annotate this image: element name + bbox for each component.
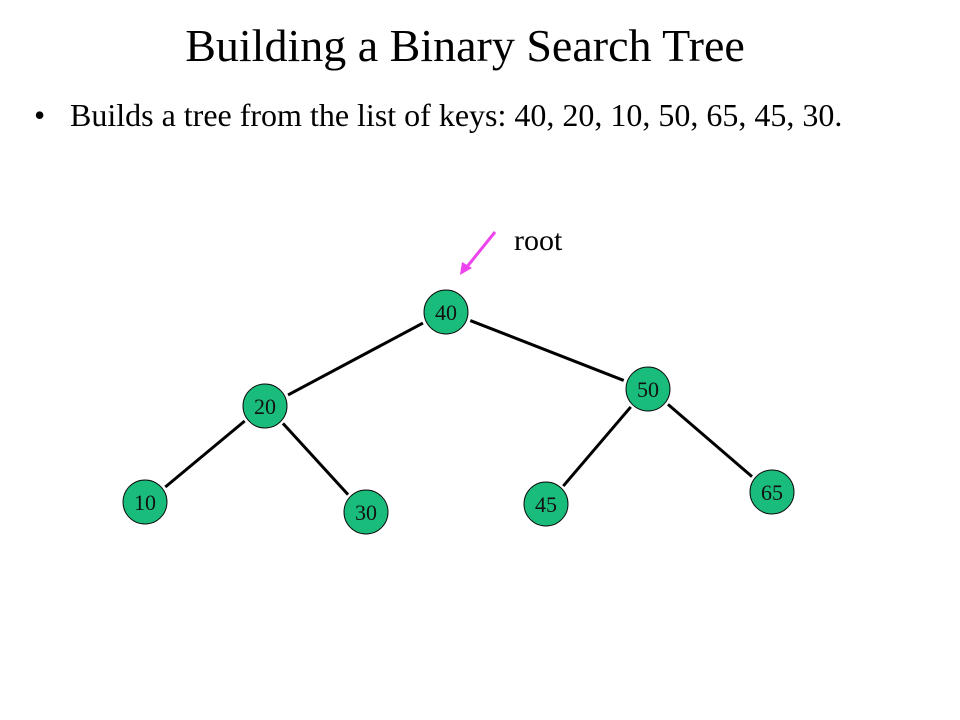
tree-node-30: 30 <box>343 489 389 535</box>
tree-node-20: 20 <box>242 383 288 429</box>
bullet-text: Builds a tree from the list of keys: 40,… <box>70 97 843 133</box>
bullet-item: • Builds a tree from the list of keys: 4… <box>34 92 914 138</box>
tree-nodes: 40 20 50 10 30 45 65 <box>122 289 795 535</box>
node-key-label: 65 <box>761 480 783 505</box>
node-key-label: 20 <box>254 394 276 419</box>
edge-40-20 <box>287 321 424 397</box>
node-circle <box>749 469 795 515</box>
root-pointer-arrow-icon <box>464 231 497 269</box>
tree-node-65: 65 <box>749 469 795 515</box>
node-key-label: 10 <box>134 490 156 515</box>
node-circle <box>625 366 671 412</box>
edge-40-50 <box>469 319 625 382</box>
slide-title: Building a Binary Search Tree <box>185 20 745 71</box>
edge-20-10 <box>164 419 246 489</box>
node-key-label: 30 <box>355 500 377 525</box>
tree-node-40: 40 <box>423 289 469 335</box>
root-label: root <box>514 224 563 257</box>
node-circle <box>242 383 288 429</box>
tree-node-50: 50 <box>625 366 671 412</box>
root-pointer: root <box>460 224 563 275</box>
node-circle <box>343 489 389 535</box>
node-key-label: 45 <box>535 492 557 517</box>
edge-20-30 <box>281 422 350 496</box>
bullet-icon: • <box>34 97 46 133</box>
tree-edges <box>164 319 753 496</box>
tree-node-10: 10 <box>122 479 168 525</box>
node-circle <box>122 479 168 525</box>
node-circle <box>523 481 569 527</box>
root-pointer-arrowhead-icon <box>460 262 472 275</box>
node-key-label: 40 <box>435 300 457 325</box>
node-key-label: 50 <box>637 377 659 402</box>
tree-node-45: 45 <box>523 481 569 527</box>
node-circle <box>423 289 469 335</box>
edge-50-45 <box>562 405 632 488</box>
edge-50-65 <box>667 403 753 478</box>
